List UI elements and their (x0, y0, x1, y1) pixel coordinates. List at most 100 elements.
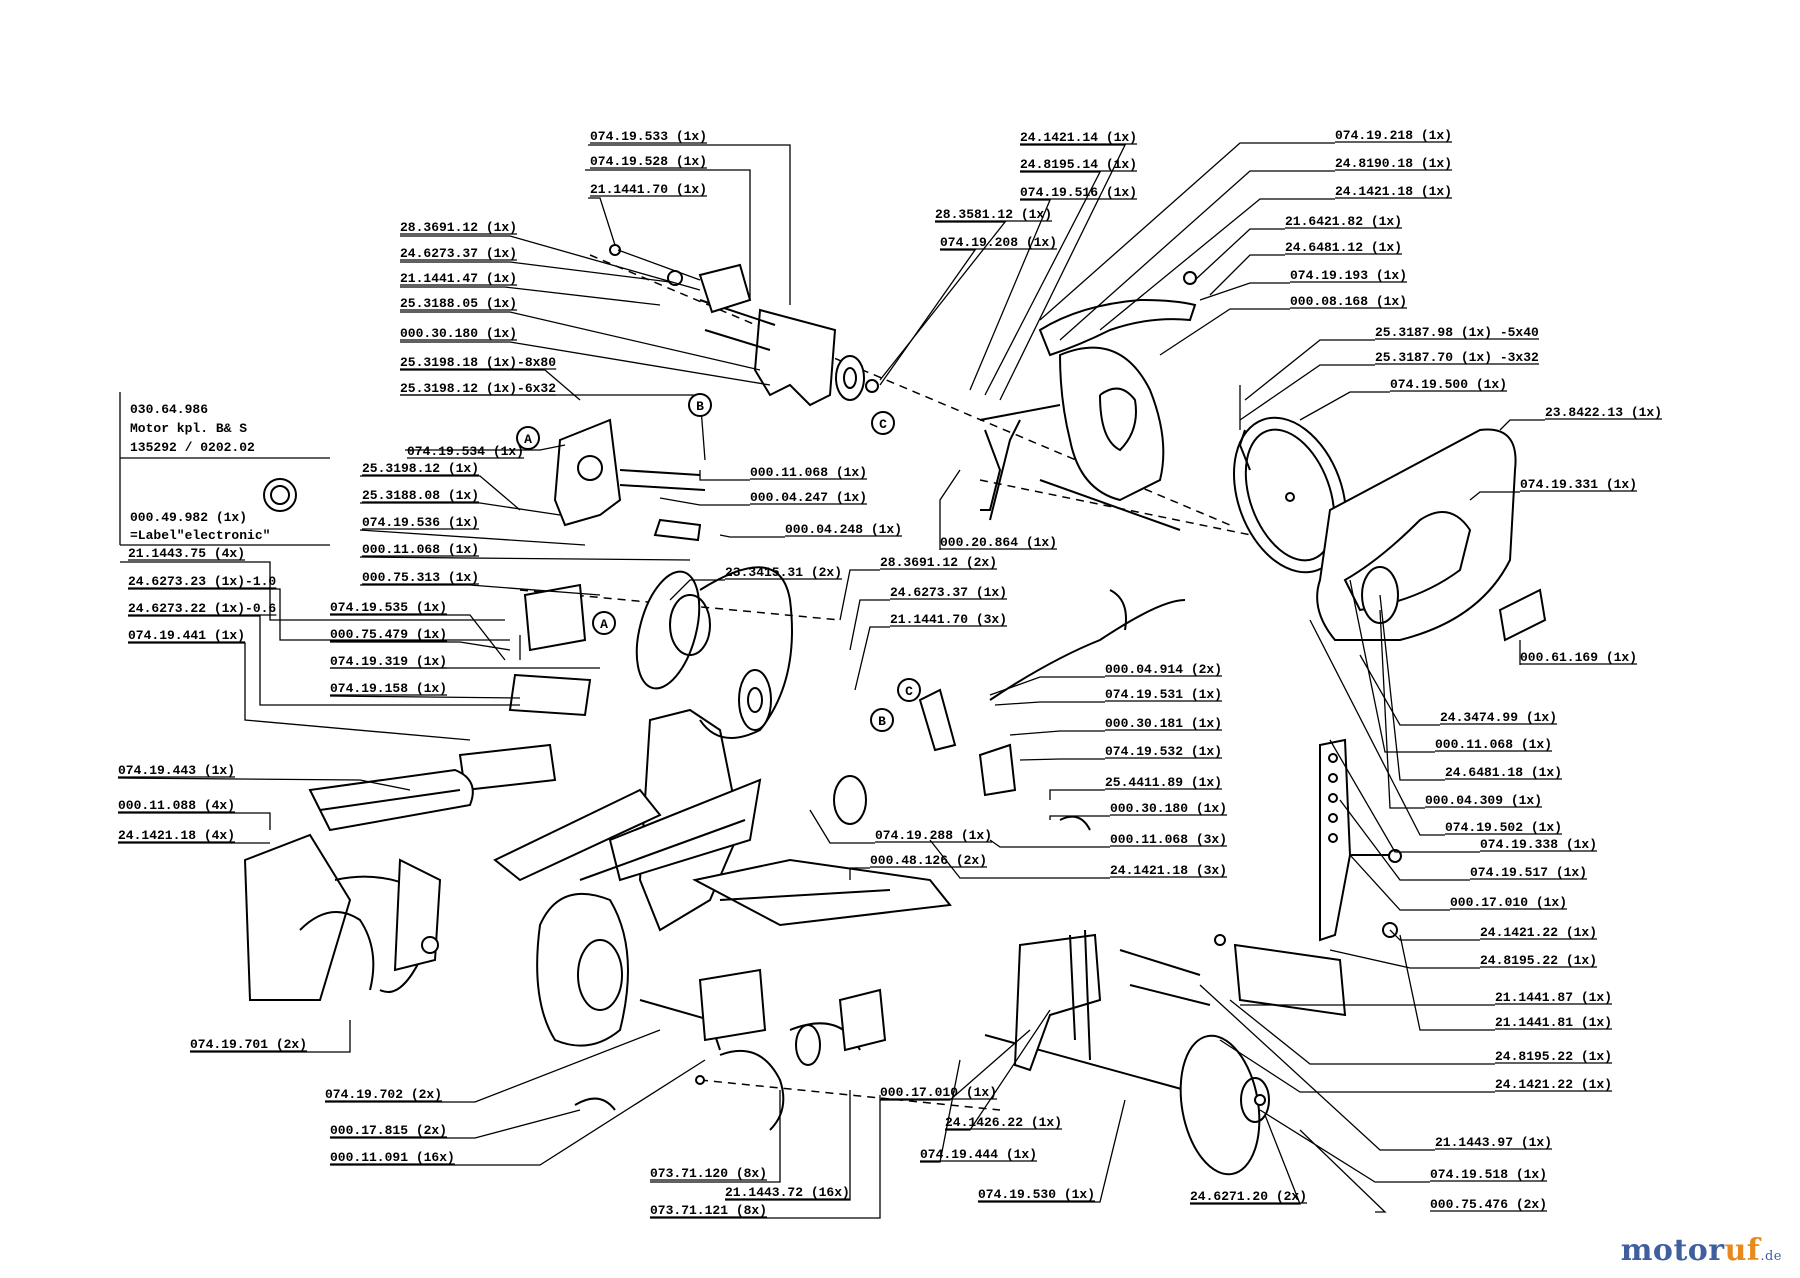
marker-label: A (524, 432, 532, 447)
part-callout-label: 25.3188.08 (1x) (362, 488, 479, 503)
part-callout-label: 24.6273.23 (1x)-1.0 (128, 574, 276, 589)
marker-label: C (905, 684, 913, 699)
part-callout-label: 24.6481.18 (1x) (1445, 765, 1562, 780)
part-callout-label: 000.04.914 (2x) (1105, 662, 1222, 677)
motor-info-box: 030.64.986 Motor kpl. B& S 135292 / 0202… (119, 392, 330, 546)
leader-lines (117, 142, 1545, 1219)
part-callout-label: 000.61.169 (1x) (1520, 650, 1637, 665)
part-callout-label: 21.1441.47 (1x) (400, 271, 517, 286)
part-callout-label: 000.48.126 (2x) (870, 853, 987, 868)
part-callout-label: 000.11.068 (1x) (750, 465, 867, 480)
part-callout-label: 074.19.534 (1x) (407, 444, 524, 459)
part-callout-label: 074.19.444 (1x) (920, 1147, 1037, 1162)
part-callout-label: 000.30.181 (1x) (1105, 716, 1222, 731)
watermark-text-2: uf (1724, 1233, 1761, 1268)
part-callout-label: 074.19.338 (1x) (1480, 837, 1597, 852)
motor-number: 030.64.986 (130, 402, 208, 417)
part-callout-label: 074.19.319 (1x) (330, 654, 447, 669)
part-callout-label: 24.8190.18 (1x) (1335, 156, 1452, 171)
part-callout-label: 000.11.068 (3x) (1110, 832, 1227, 847)
part-callout-label: 25.3188.05 (1x) (400, 296, 517, 311)
part-callout-label: 000.04.248 (1x) (785, 522, 902, 537)
part-callout-label: 074.19.517 (1x) (1470, 865, 1587, 880)
marker-c-upper: C (871, 411, 895, 435)
part-callout-label: 000.30.180 (1x) (1110, 801, 1227, 816)
part-callout-label: 074.19.530 (1x) (978, 1187, 1095, 1202)
part-callout-label: 24.8195.22 (1x) (1495, 1049, 1612, 1064)
part-callout-label: 000.75.476 (2x) (1430, 1197, 1547, 1212)
part-callout-label: 28.3691.12 (1x) (400, 220, 517, 235)
part-callout-label: 24.8195.22 (1x) (1480, 953, 1597, 968)
part-callout-label: 24.1421.22 (1x) (1495, 1077, 1612, 1092)
watermark-text-1: motor (1620, 1233, 1725, 1268)
part-callout-label: 21.1443.97 (1x) (1435, 1135, 1552, 1150)
part-callout-label: 074.19.535 (1x) (330, 600, 447, 615)
motor-reference: 135292 / 0202.02 (130, 440, 255, 455)
part-callout-label: 074.19.331 (1x) (1520, 477, 1637, 492)
part-callout-label: 074.19.500 (1x) (1390, 377, 1507, 392)
part-callout-label: 24.1421.18 (3x) (1110, 863, 1227, 878)
part-callout-label: 000.20.864 (1x) (940, 535, 1057, 550)
part-callout-label: 25.3198.18 (1x)-8x80 (400, 355, 556, 370)
part-callout-label: 074.19.533 (1x) (590, 129, 707, 144)
part-callout-label: 000.04.247 (1x) (750, 490, 867, 505)
marker-label: B (878, 714, 886, 729)
part-callout-label: 000.17.010 (1x) (1450, 895, 1567, 910)
part-callout-label: 21.1441.70 (3x) (890, 612, 1007, 627)
parts-artwork (243, 244, 1547, 1176)
part-callout-label: 24.6273.37 (1x) (890, 585, 1007, 600)
part-callout-label: 074.19.193 (1x) (1290, 268, 1407, 283)
part-callout-label: 000.11.091 (16x) (330, 1150, 455, 1165)
electronic-label-seal (263, 478, 297, 512)
part-callout-label: 24.6273.22 (1x)-0.6 (128, 601, 276, 616)
part-callout-label: 21.1443.75 (4x) (128, 546, 245, 561)
part-callout-label: 24.1421.18 (4x) (118, 828, 235, 843)
part-callout-label: 25.3187.98 (1x) -5x40 (1375, 325, 1539, 340)
part-callout-label: 23.3415.31 (2x) (725, 565, 842, 580)
assembly-markers: A B C A B C (516, 393, 921, 732)
part-callout-label: 000.17.815 (2x) (330, 1123, 447, 1138)
watermark-tld: .de (1760, 1249, 1782, 1264)
part-callout-label: 074.19.701 (2x) (190, 1037, 307, 1052)
part-callout-label: 25.4411.89 (1x) (1105, 775, 1222, 790)
marker-label: C (879, 417, 887, 432)
marker-a-upper: A (516, 426, 540, 450)
part-callout-label: 21.1441.87 (1x) (1495, 990, 1612, 1005)
part-callout-label: 000.11.088 (4x) (118, 798, 235, 813)
part-callout-label: 25.3198.12 (1x) (362, 461, 479, 476)
part-callout-label: 073.71.121 (8x) (650, 1203, 767, 1218)
part-callout-label: 24.6481.12 (1x) (1285, 240, 1402, 255)
part-callout-label: 074.19.528 (1x) (590, 154, 707, 169)
part-callout-label: 24.6273.37 (1x) (400, 246, 517, 261)
part-callouts: 074.19.533 (1x) 074.19.528 (1x) 21.1441.70… (118, 128, 1663, 1218)
part-callout-label: 25.3187.70 (1x) -3x32 (1375, 350, 1539, 365)
part-callout-label: 24.8195.14 (1x) (1020, 157, 1137, 172)
part-callout-label: 000.08.168 (1x) (1290, 294, 1407, 309)
part-callout-label: 074.19.518 (1x) (1430, 1167, 1547, 1182)
part-callout-label: 074.19.516 (1x) (1020, 185, 1137, 200)
part-callout-label: 21.1441.70 (1x) (590, 182, 707, 197)
marker-label: B (696, 399, 704, 414)
part-callout-label: 21.6421.82 (1x) (1285, 214, 1402, 229)
part-callout-label: 074.19.536 (1x) (362, 515, 479, 530)
part-callout-label: 073.71.120 (8x) (650, 1166, 767, 1181)
part-callout-label: 074.19.158 (1x) (330, 681, 447, 696)
part-callout-label: 074.19.443 (1x) (118, 763, 235, 778)
label-description: =Label"electronic" (130, 528, 270, 543)
part-callout-label: 000.30.180 (1x) (400, 326, 517, 341)
marker-b-lower: B (870, 708, 894, 732)
watermark-logo: motoruf.de (1621, 1233, 1782, 1268)
part-callout-label: 21.1441.81 (1x) (1495, 1015, 1612, 1030)
part-callout-label: 000.17.010 (1x) (880, 1085, 997, 1100)
part-callout-label: 23.8422.13 (1x) (1545, 405, 1662, 420)
marker-b-upper: B (688, 393, 712, 417)
part-callout-label: 24.1421.14 (1x) (1020, 130, 1137, 145)
part-callout-label: 24.1426.22 (1x) (945, 1115, 1062, 1130)
part-callout-label: 000.04.309 (1x) (1425, 793, 1542, 808)
marker-c-lower: C (897, 678, 921, 702)
marker-label: A (600, 617, 608, 632)
part-callout-label: 24.1421.22 (1x) (1480, 925, 1597, 940)
part-callout-label: 28.3581.12 (1x) (935, 207, 1052, 222)
part-callout-label: 074.19.531 (1x) (1105, 687, 1222, 702)
